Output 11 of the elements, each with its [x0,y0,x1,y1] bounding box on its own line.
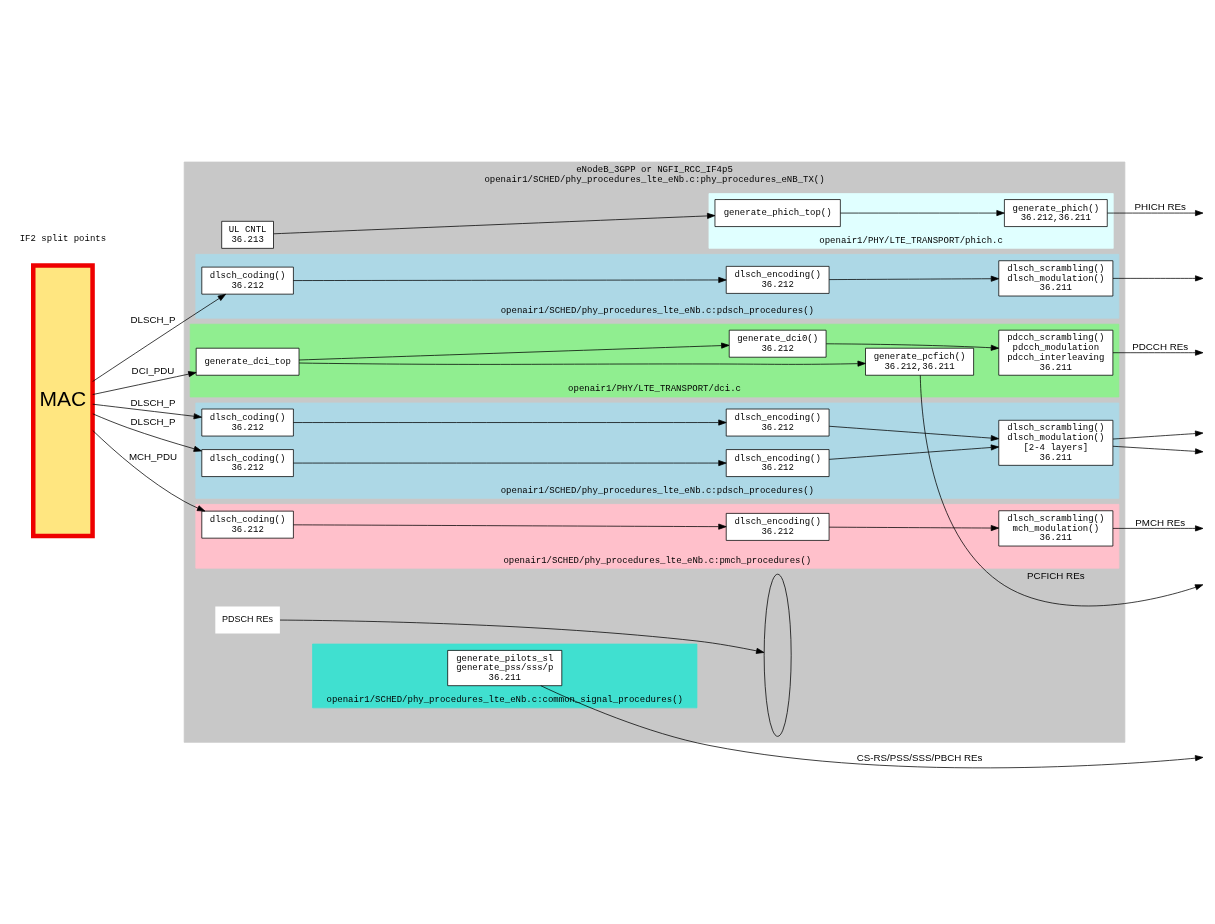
edge-label: DLSCH_P [130,416,176,428]
edge-label: PMCH REs [1135,516,1186,528]
label: IF2 split points [19,233,107,244]
edge-label: MCH_PDU [128,450,178,462]
edge-label: DCI_PDU [131,365,175,377]
edge-label: DLSCH_P [130,397,176,409]
edge-label: CS-RS/PSS/SSS/PBCH REs [856,751,983,763]
edge-label: PHICH REs [1134,201,1186,213]
edge-label: PCFICH REs [1027,570,1085,581]
edge-label: PDCCH REs [1132,341,1189,353]
edge-label: DLSCH_P [130,313,176,325]
